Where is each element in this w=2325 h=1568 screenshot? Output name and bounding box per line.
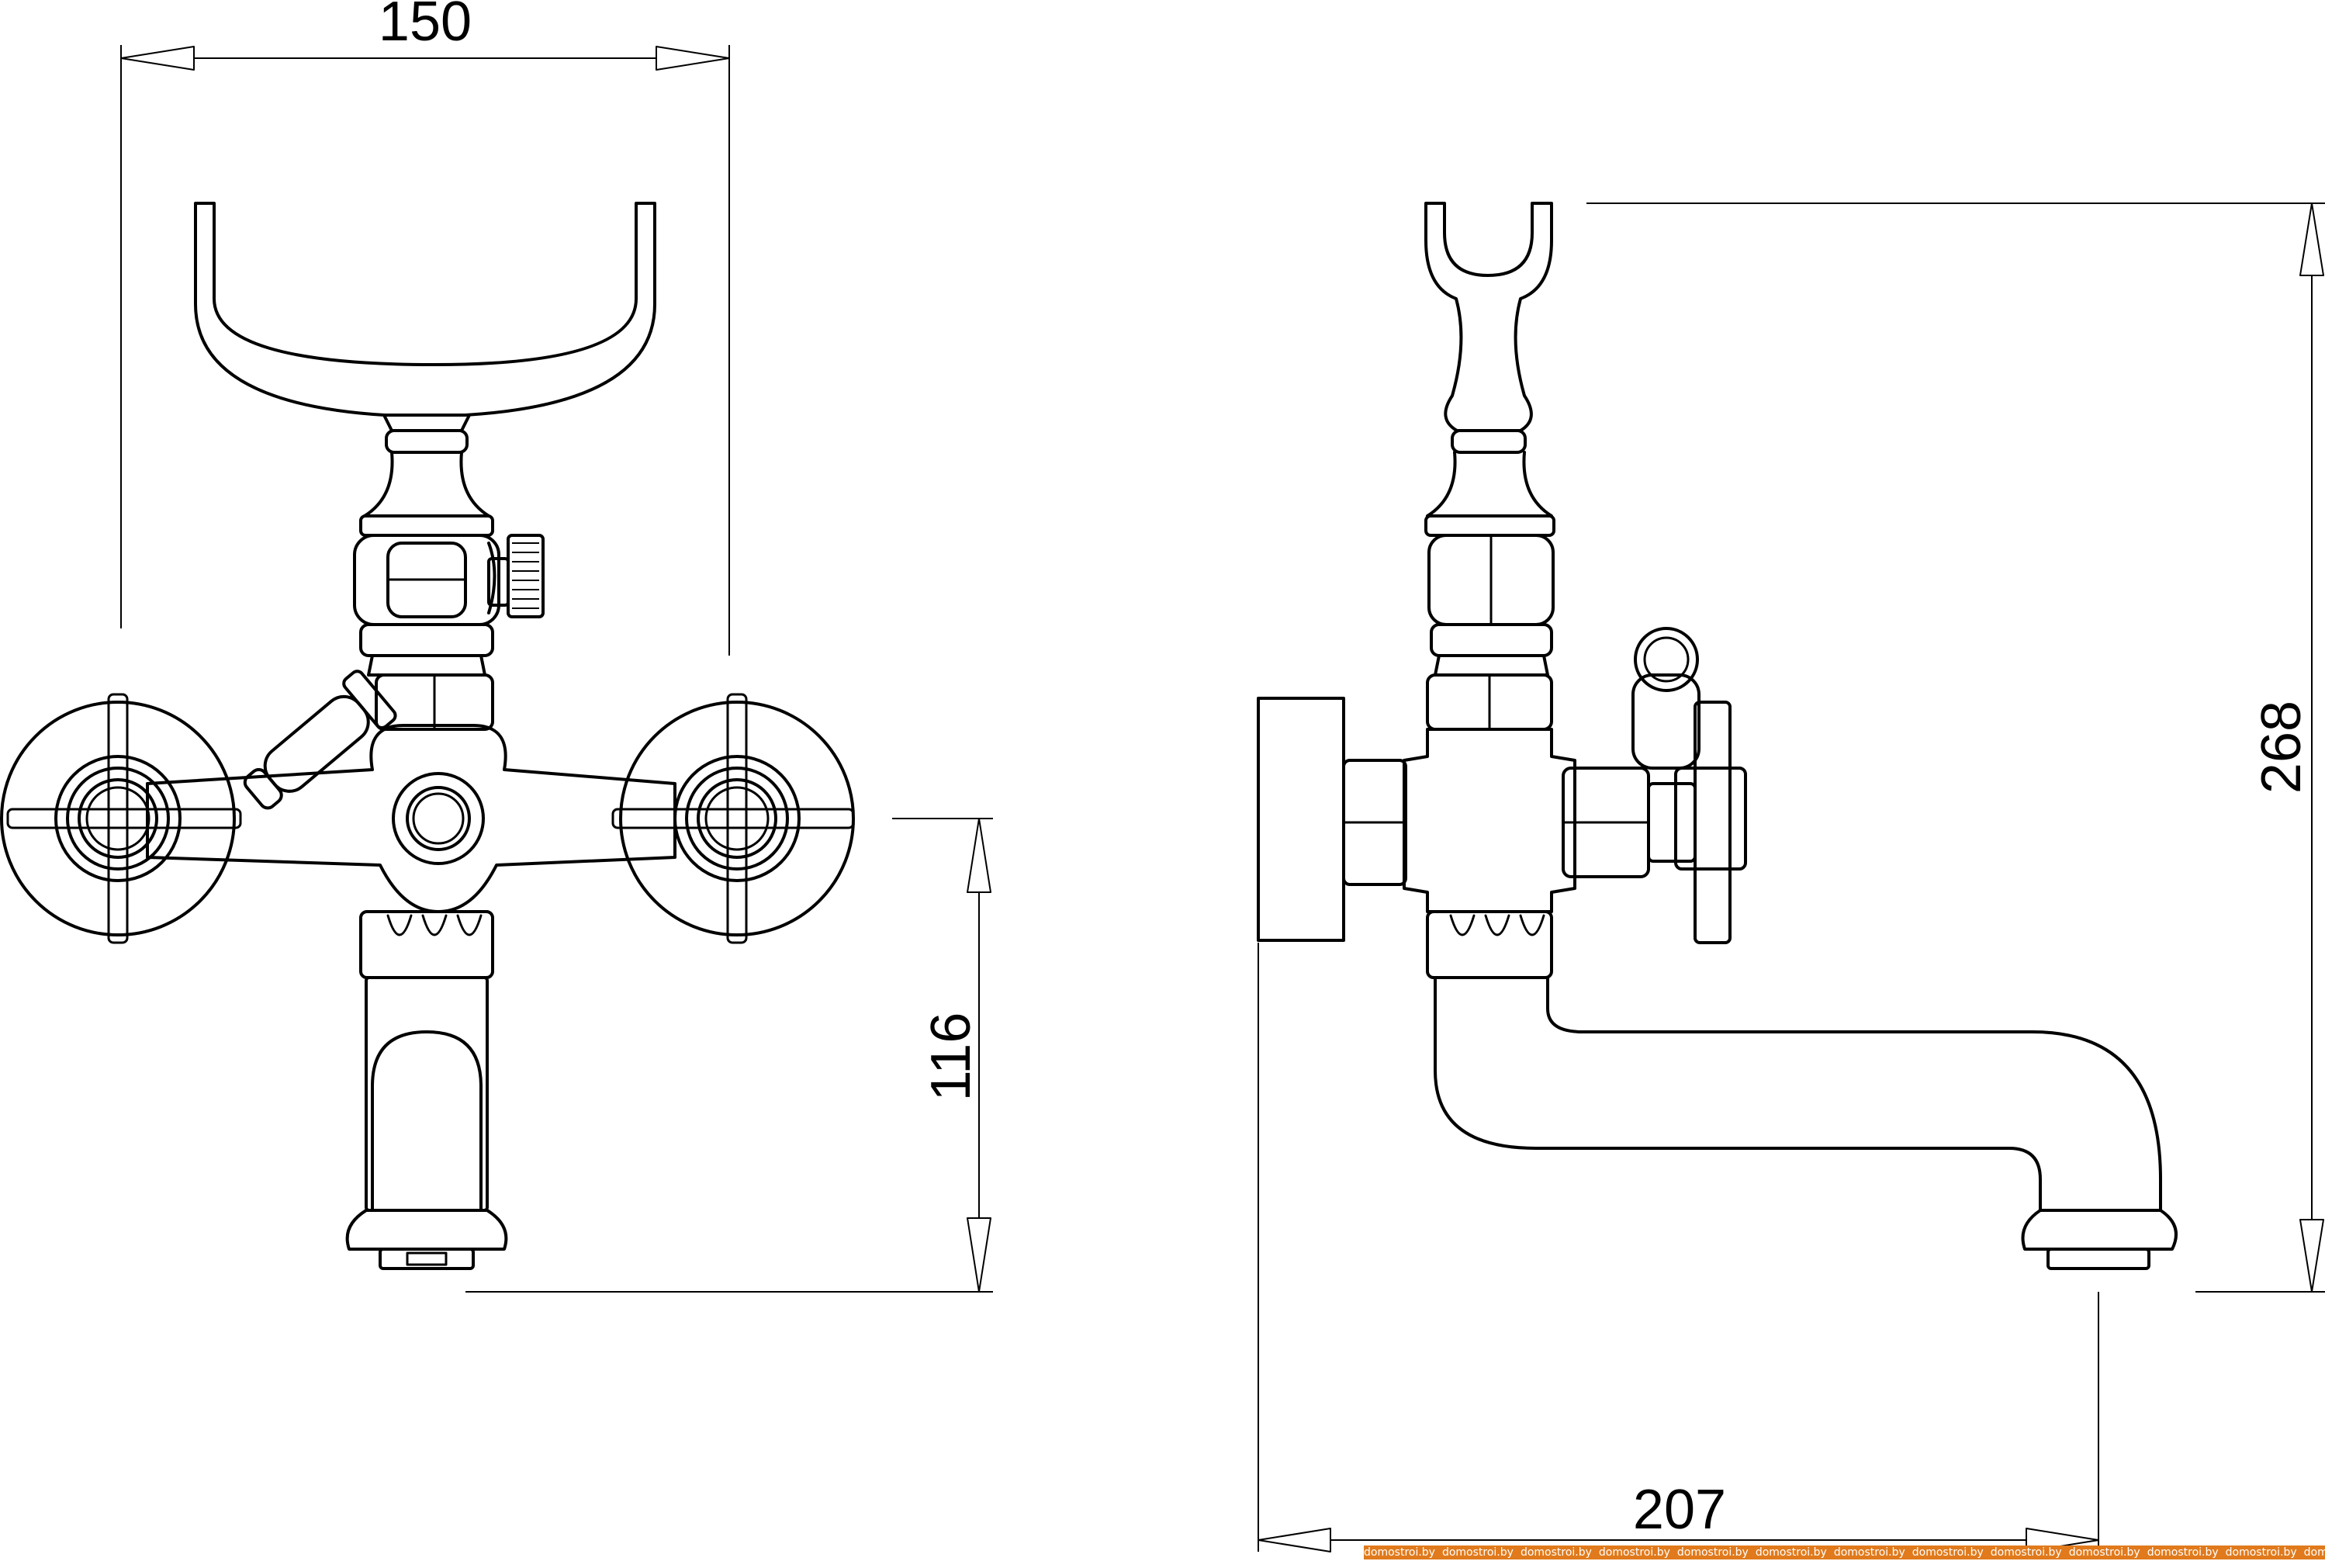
dimension-label-268: 268 [2251,701,2313,794]
watermark-text: domostroi.by [1990,1546,2062,1559]
dimension-height-116: 116 [465,818,993,1293]
diverter-body [353,534,500,731]
side-spout [1426,910,2178,1270]
watermark-text: domostroi.by [2225,1546,2297,1559]
right-valve-handle[interactable] [611,693,855,944]
left-valve-handle[interactable] [0,693,242,944]
side-valve-handle[interactable] [1674,701,1747,944]
dimension-width-150: 150 [120,0,730,656]
shower-holder-fork [194,202,656,537]
dimension-length-207: 207 [1258,943,2099,1552]
mixer-body [146,724,676,913]
side-body [1342,728,1697,913]
dimension-height-268: 268 [1586,202,2325,1293]
side-diverter-knob[interactable] [1631,627,1701,770]
watermark-text: domostroi.by [1364,1546,1435,1559]
dimension-label-116: 116 [920,1012,982,1102]
front-spout [345,910,508,1270]
watermark-text: domostroi.by [1912,1546,1984,1559]
front-view: 150 116 [0,0,993,1293]
hose-outlet-thread [487,534,545,618]
watermark-text: domostroi.by [1755,1546,1827,1559]
wall-flange [1257,697,1345,942]
watermark-text: domostroi.by [1833,1546,1905,1559]
watermark-text: domostroi.by [1520,1546,1592,1559]
watermark-text: domostroi.by [2303,1546,2325,1559]
dimension-label-207: 207 [1633,1479,1726,1541]
watermark-bar: domostroi.by domostroi.by domostroi.by domo… [1364,1546,2325,1559]
watermark-text: domostroi.by [2068,1546,2140,1559]
watermark-text: domostroi.by [1676,1546,1749,1559]
side-view: 268 207 [1257,202,2325,1552]
side-shower-holder [1424,202,1555,731]
diverter-knob[interactable] [234,669,398,820]
watermark-text: domostroi.by [1598,1546,1670,1559]
watermark-text: domostroi.by [2147,1546,2219,1559]
dimension-label-150: 150 [379,0,472,53]
watermark-text: domostroi.by [1441,1546,1514,1559]
